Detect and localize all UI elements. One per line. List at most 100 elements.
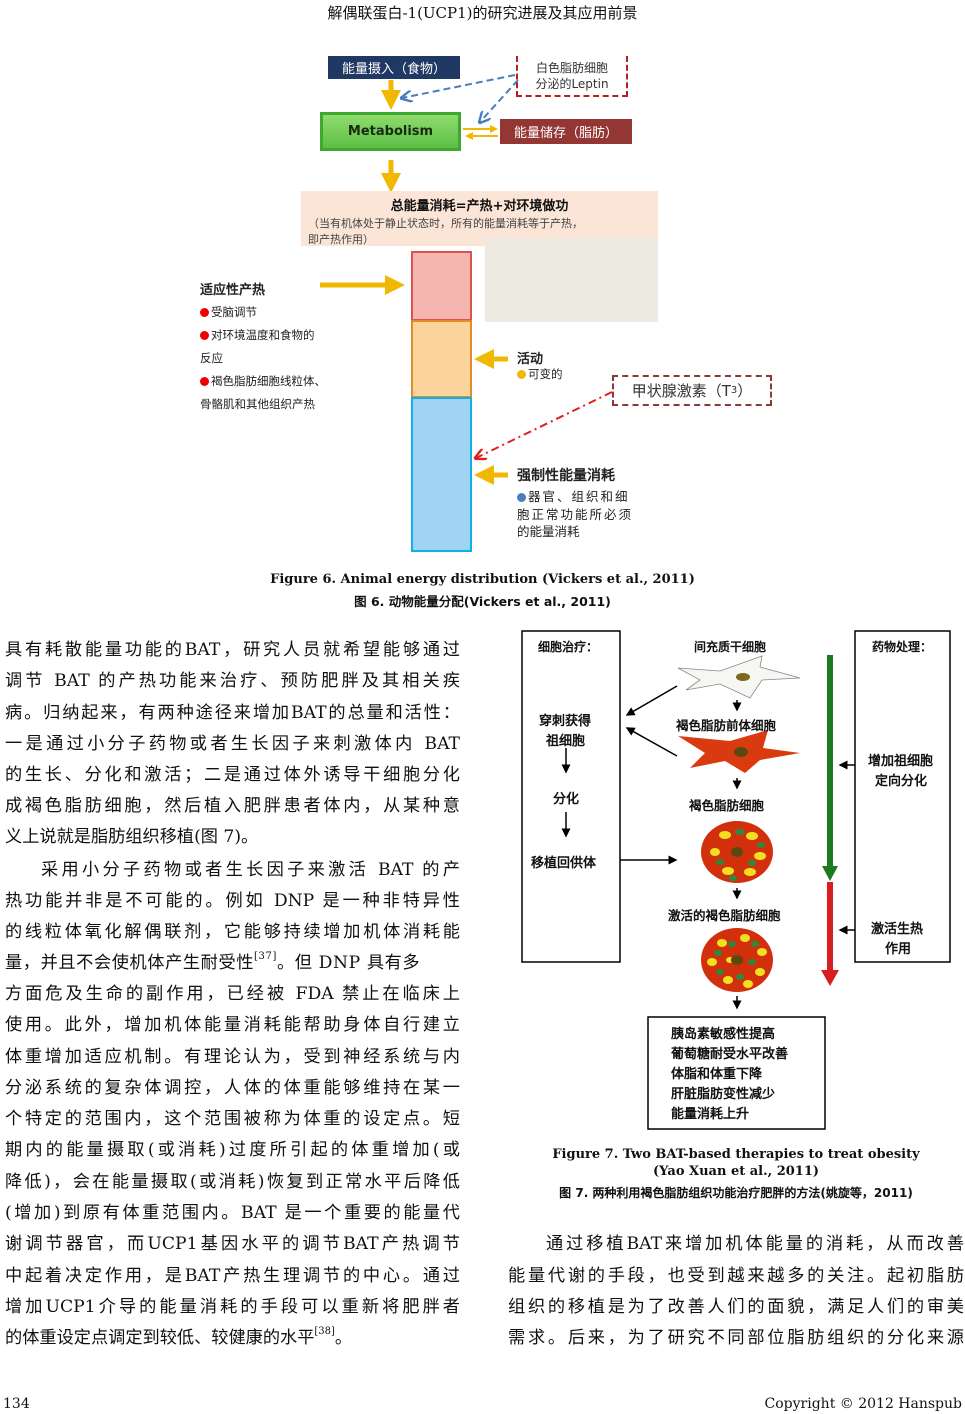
figure-6-caption-en: Figure 6. Animal energy distribution (Vi…: [270, 572, 695, 587]
stage-label: 间充质干细胞: [694, 640, 767, 654]
metabolism-box: Metabolism: [320, 112, 461, 151]
body-line-text: 的体重设定点调定到较低、较健康的水平: [5, 1328, 315, 1348]
figure-7-caption-en-2: (Yao Xuan et al., 2011): [652, 1164, 820, 1179]
adaptive-title: 适应性产热: [200, 283, 266, 298]
body-line: 个特定的范围内，这个范围被称为体重的设定点。短: [5, 1109, 460, 1129]
body-line: 成褐色脂肪细胞，然后植入肥胖患者体内，从某种意: [5, 796, 460, 816]
cell-step: 分化: [553, 792, 580, 807]
body-line-text: 。: [334, 1328, 353, 1348]
energy-storage-box: 能量储存（脂肪）: [500, 119, 632, 144]
drug-step: 激活生热: [871, 922, 924, 937]
figure-7-caption-cn: 图 7. 两种利用褐色脂肪组织功能治疗肥胖的方法(姚旋等，2011): [559, 1186, 913, 1200]
body-line: 分泌系统的复杂体调控，人体的体重能够维持在某一: [5, 1078, 460, 1098]
body-line: 采用小分子药物或者生长因子来激活 BAT 的产: [41, 860, 460, 880]
energy-intake-box: 能量摄入（食物）: [328, 56, 460, 79]
copyright: Copyright © 2012 Hanspub: [764, 1396, 962, 1412]
obligatory-title: 强制性能量消耗: [517, 468, 615, 484]
figure-7-graphics: [521, 630, 951, 1130]
activity-item: 可变的: [517, 366, 563, 382]
obligatory-item-text: 器官、组织和细: [528, 489, 630, 504]
running-header: 解偶联蛋白-1(UCP1)的研究进展及其应用前景: [327, 4, 638, 22]
outcome: 肝脏脂肪变性减少: [671, 1087, 776, 1102]
adaptive-item: 受脑调节: [200, 304, 257, 320]
body-line-text: 。但 DNP 具有多: [276, 953, 421, 973]
total-expenditure-note-1: （当有机体处于静止状态时，所有的能量消耗等于产热，: [308, 217, 583, 230]
red-arrow: [827, 882, 833, 972]
body-line: 量，并且不会使机体产生耐受性[37]。但 DNP 具有多: [5, 948, 460, 979]
figure-6: 能量摄入（食物） 白色脂肪细胞 分泌的Leptin Metabolism 能量储…: [0, 0, 965, 560]
citation-37[interactable]: [37]: [254, 951, 277, 962]
body-line: 一是通过小分子药物或者生长因子来刺激体内 BAT: [5, 734, 460, 754]
body-line: 的线粒体氧化解偶联剂，它能够持续增加机体消耗能: [5, 922, 460, 942]
drug-step: 作用: [885, 942, 912, 957]
figure-6-caption-cn: 图 6. 动物能量分配(Vickers et al., 2011): [354, 594, 611, 609]
green-arrow: [827, 655, 833, 867]
body-line: 热功能并非是不可能的。例如 DNP 是一种非特异性: [5, 891, 460, 911]
adaptive-item-cont: 骨骼肌和其他组织产热: [200, 397, 315, 411]
thyroid-subscript: 3: [730, 385, 738, 396]
activated-brown-adipocyte: [701, 928, 773, 992]
body-line: 义上说就是脂肪组织移植(图 7)。: [5, 827, 259, 847]
adaptive-item: 对环境温度和食物的: [200, 327, 315, 343]
total-expenditure-box: 总能量消耗=产热+对环境做功 （当有机体处于静止状态时，所有的能量消耗等于产热，…: [301, 191, 658, 246]
thyroid-label: 甲状腺激素（T: [631, 382, 731, 400]
body-line: 体重增加适应机制。有理论认为，受到神经系统与内: [5, 1047, 460, 1067]
activity-item-text: 可变的: [528, 367, 563, 381]
outcome: 能量消耗上升: [671, 1107, 750, 1122]
body-line: 需求。后来，为了研究不同部位脂肪组织的分化来源: [508, 1328, 964, 1348]
total-expenditure-note-2: 即产热作用）: [308, 233, 374, 246]
body-line: 通过移植BAT来增加机体能量的消耗，从而改善: [546, 1234, 964, 1254]
adaptive-item-text: 受脑调节: [211, 305, 257, 319]
stage-label: 褐色脂肪细胞: [689, 798, 765, 813]
body-line: 的体重设定点调定到较低、较健康的水平[38]。: [5, 1323, 460, 1354]
outcome: 胰岛素敏感性提高: [671, 1027, 776, 1042]
drug-treatment-title: 药物处理：: [872, 640, 933, 654]
leptin-line-2: 分泌的Leptin: [535, 76, 609, 91]
outcome: 葡萄糖耐受水平改善: [671, 1047, 789, 1062]
figure-6-arrows: [320, 74, 613, 485]
stage-label: 激活的褐色脂肪细胞: [668, 908, 781, 923]
drug-step: 增加祖细胞: [868, 754, 934, 769]
cell-therapy-title: 细胞治疗：: [538, 640, 599, 654]
adaptive-bar: [411, 251, 472, 321]
body-line: 增加UCP1介导的能量消耗的手段可以重新将肥胖者: [5, 1297, 460, 1317]
citation-38[interactable]: [38]: [314, 1326, 335, 1337]
body-line: 使用。此外，增加机体能量消耗能帮助身体自行建立: [5, 1015, 460, 1035]
adaptive-item-text: 对环境温度和食物的: [211, 328, 315, 342]
gray-panel: [485, 238, 658, 322]
body-line-text: 量，并且不会使机体产生耐受性: [5, 953, 255, 973]
obligatory-bar: [411, 397, 472, 552]
leptin-box: 白色脂肪细胞 分泌的Leptin: [516, 56, 628, 97]
body-line: 调节 BAT 的产热功能来治疗、预防肥胖及其相关疾: [5, 671, 460, 691]
activity-title: 活动: [517, 352, 544, 367]
cell-step: 穿刺获得: [539, 714, 592, 729]
obligatory-item-cont: 的能量消耗: [517, 524, 580, 539]
body-line: 具有耗散能量功能的BAT，研究人员就希望能够通过: [5, 640, 460, 660]
adaptive-item-text: 褐色脂肪细胞线粒体、: [211, 374, 326, 388]
body-line: 的生长、分化和激活；二是通过体外诱导干细胞分化: [5, 765, 460, 785]
body-line: 降低)，会在能量摄取(或消耗)恢复到正常水平后降低: [5, 1172, 460, 1192]
body-line: 期内的能量摄取(或消耗)过度所引起的体重增加(或: [5, 1140, 460, 1160]
obligatory-item: 器官、组织和细: [517, 486, 630, 505]
activity-bar: [411, 320, 472, 398]
body-line: 中起着决定作用，是BAT产热生理调节的中心。通过: [5, 1266, 460, 1286]
thyroid-label-end: ）: [737, 382, 753, 400]
obligatory-item-cont: 胞正常功能所必须: [517, 507, 634, 522]
brown-adipocyte: [701, 821, 773, 883]
leptin-line-1: 白色脂肪细胞: [535, 60, 608, 75]
adaptive-item-cont: 反应: [200, 351, 223, 365]
stage-label: 褐色脂肪前体细胞: [676, 718, 777, 733]
figure-7-caption-en: Figure 7. Two BAT-based therapies to tre…: [552, 1147, 920, 1162]
figure-7: 细胞治疗： 穿刺获得 祖细胞 分化 移植回供体 药物处理： 增加祖细胞 定向分化…: [521, 630, 951, 1130]
body-line: (增加)到原有体重范围内。BAT 是一个重要的能量代: [5, 1203, 460, 1223]
body-line: 病。归纳起来，有两种途径来增加BAT的总量和活性：: [5, 703, 460, 723]
body-line: 能量代谢的手段，也受到越来越多的关注。起初脂肪: [508, 1266, 964, 1286]
body-line: 谢调节器官，而UCP1基因水平的调节BAT产热调节: [5, 1234, 460, 1254]
body-line: 方面危及生命的副作用，已经被 FDA 禁止在临床上: [5, 984, 460, 1004]
body-line: 组织的移植是为了改善人们的面貌，满足人们的审美: [508, 1297, 964, 1317]
cell-step: 祖细胞: [546, 734, 586, 749]
adaptive-item: 褐色脂肪细胞线粒体、: [200, 373, 326, 389]
outcome: 体脂和体重下降: [671, 1067, 763, 1082]
drug-step: 定向分化: [875, 774, 928, 789]
